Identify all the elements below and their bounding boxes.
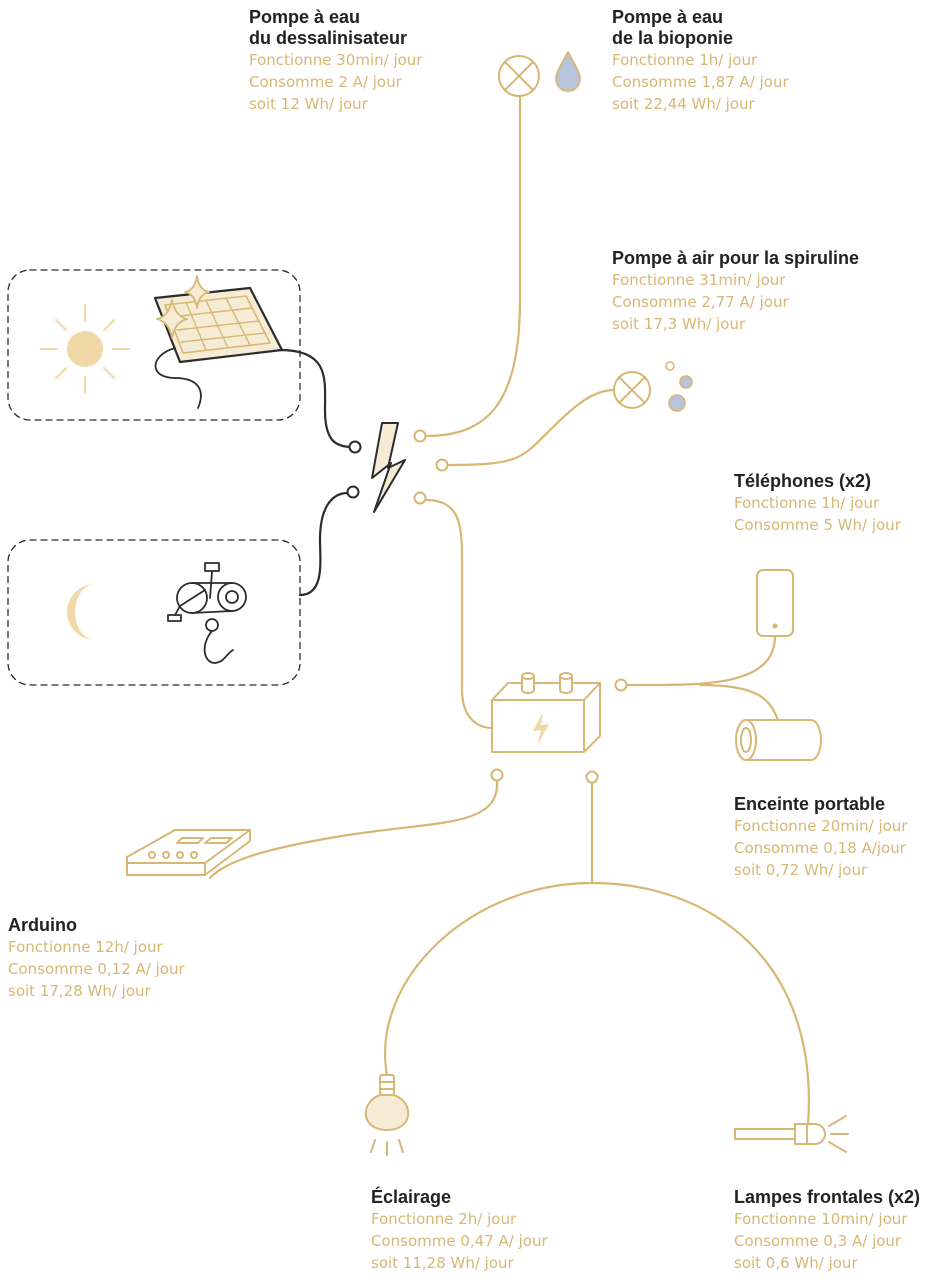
device-title: Éclairage (371, 1187, 548, 1208)
solar-connector (350, 442, 361, 453)
wire-arduino (210, 781, 497, 878)
device-energy: soit 22,44 Wh/ jour (612, 93, 789, 115)
device-energy: soit 17,28 Wh/ jour (8, 980, 185, 1002)
label-enceinte: Enceinte portable Fonctionne 20min/ jour… (734, 794, 907, 881)
device-consumption: Consomme 0,3 A/ jour (734, 1230, 920, 1252)
wire-battery (426, 500, 492, 728)
device-title: Pompe à eau (612, 7, 789, 28)
moon-icon (67, 584, 95, 640)
device-title: de la bioponie (612, 28, 789, 49)
hub-connector-top (415, 431, 426, 442)
device-title: Enceinte portable (734, 794, 907, 815)
pedal-generator-icon (168, 563, 246, 663)
bubbles-icon (666, 362, 692, 411)
solar-wire (280, 350, 352, 447)
battery-icon (492, 673, 600, 752)
device-consumption: Consomme 0,12 A/ jour (8, 958, 185, 980)
device-title: Lampes frontales (x2) (734, 1187, 920, 1208)
battery-connector-right-bottom (587, 772, 598, 783)
pedal-source-box (8, 540, 300, 685)
device-energy: soit 0,6 Wh/ jour (734, 1252, 920, 1274)
hub-connector-middle (437, 460, 448, 471)
device-consumption: Consomme 0,18 A/jour (734, 837, 907, 859)
label-eclairage: Éclairage Fonctionne 2h/ jour Consomme 0… (371, 1187, 548, 1274)
device-usage: Fonctionne 10min/ jour (734, 1208, 920, 1230)
wire-pompe-air (448, 390, 614, 465)
arduino-icon (127, 830, 250, 875)
pedal-wire (300, 493, 348, 595)
speaker-icon (736, 720, 821, 760)
device-energy: soit 11,28 Wh/ jour (371, 1252, 548, 1274)
device-usage: Fonctionne 20min/ jour (734, 815, 907, 837)
water-drop-icon (556, 52, 580, 91)
pedal-connector (348, 487, 359, 498)
wire-dessalinisateur (426, 96, 520, 436)
air-pump-icon (614, 372, 650, 408)
device-title: Pompe à air pour la spiruline (612, 248, 859, 269)
device-energy: soit 12 Wh/ jour (249, 93, 422, 115)
device-usage: Fonctionne 12h/ jour (8, 936, 185, 958)
light-bulb-icon (366, 1075, 408, 1155)
device-usage: Fonctionne 30min/ jour (249, 49, 422, 71)
device-consumption: Consomme 0,47 A/ jour (371, 1230, 548, 1252)
device-usage: Fonctionne 31min/ jour (612, 269, 859, 291)
lightning-bolt-icon (372, 423, 405, 512)
device-consumption: Consomme 2,77 A/ jour (612, 291, 859, 313)
device-usage: Fonctionne 1h/ jour (734, 492, 901, 514)
battery-connector-right (616, 680, 627, 691)
device-consumption: Consomme 2 A/ jour (249, 71, 422, 93)
device-usage: Fonctionne 1h/ jour (612, 49, 789, 71)
battery-connector-left (492, 770, 503, 781)
label-telephones: Téléphones (x2) Fonctionne 1h/ jour Cons… (734, 471, 901, 536)
device-energy: soit 17,3 Wh/ jour (612, 313, 859, 335)
device-title: du dessalinisateur (249, 28, 422, 49)
label-arduino: Arduino Fonctionne 12h/ jour Consomme 0,… (8, 915, 185, 1002)
label-pompe-air: Pompe à air pour la spiruline Fonctionne… (612, 248, 859, 335)
label-lampes-frontales: Lampes frontales (x2) Fonctionne 10min/ … (734, 1187, 920, 1274)
device-title: Téléphones (x2) (734, 471, 901, 492)
phone-icon (757, 570, 793, 636)
device-energy: soit 0,72 Wh/ jour (734, 859, 907, 881)
hub-connector-bottom (415, 493, 426, 504)
device-consumption: Consomme 1,87 A/ jour (612, 71, 789, 93)
label-pompe-bioponie: Pompe à eau de la bioponie Fonctionne 1h… (612, 7, 789, 115)
device-usage: Fonctionne 2h/ jour (371, 1208, 548, 1230)
device-consumption: Consomme 5 Wh/ jour (734, 514, 901, 536)
device-title: Arduino (8, 915, 185, 936)
wire-phone-speaker (627, 636, 778, 720)
sun-icon (41, 305, 129, 393)
label-pompe-dessalinisateur: Pompe à eau du dessalinisateur Fonctionn… (249, 7, 422, 115)
headlamp-icon (735, 1116, 848, 1152)
pump-icon (499, 56, 539, 96)
device-title: Pompe à eau (249, 7, 422, 28)
